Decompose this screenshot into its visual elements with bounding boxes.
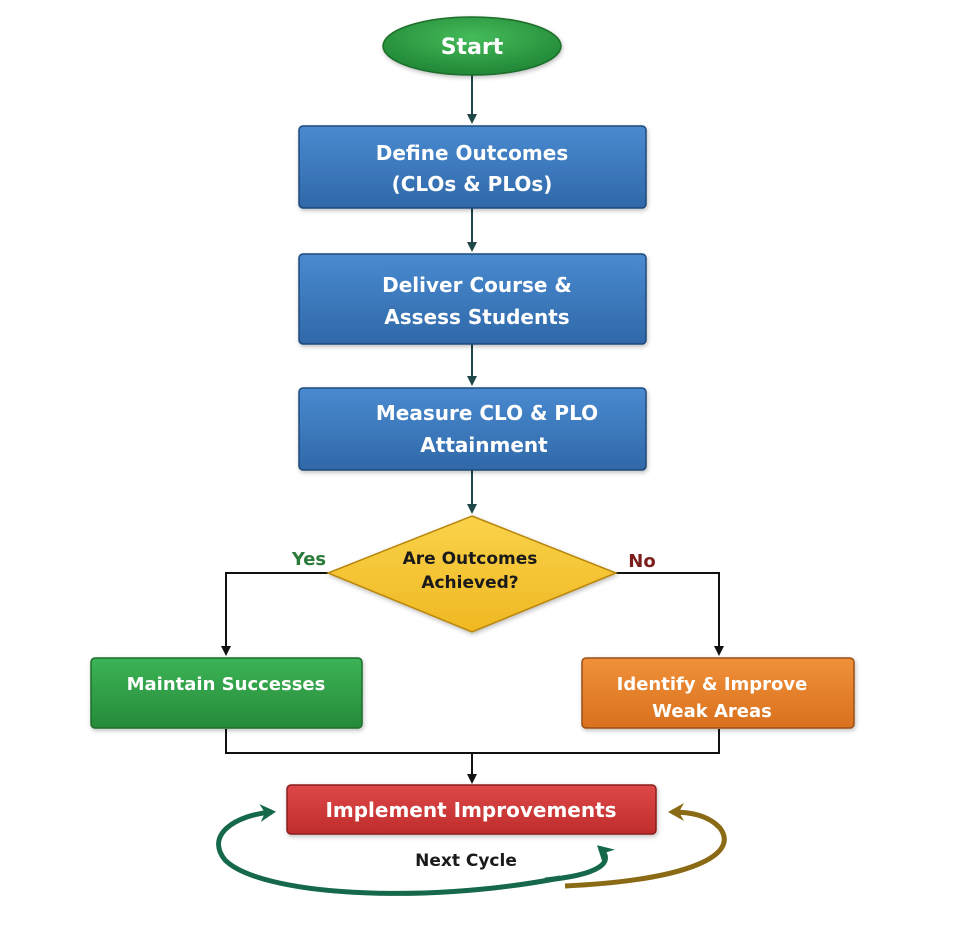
next-cycle-label: Next Cycle [415, 851, 517, 871]
implement-improvements-label: Implement Improvements [325, 798, 616, 822]
edge-yes-maintain [221, 572, 328, 656]
deliver-course-line2: Assess Students [384, 305, 569, 329]
measure-attainment-line1: Measure CLO & PLO [376, 401, 598, 425]
maintain-successes-label: Maintain Successes [127, 674, 326, 695]
define-outcomes-line2: (CLOs & PLOs) [392, 172, 553, 196]
deliver-course-line1: Deliver Course & [382, 273, 572, 297]
maintain-successes-node[interactable] [90, 657, 363, 729]
define-outcomes-node[interactable] [298, 125, 647, 209]
define-outcomes-line1: Define Outcomes [376, 141, 568, 165]
edge-merge [225, 729, 720, 754]
decision-node[interactable] [325, 515, 619, 633]
identify-improve-line2: Weak Areas [652, 701, 772, 722]
identify-improve-node[interactable] [581, 657, 855, 729]
edge-no-improve [616, 572, 724, 656]
cycle-arrow-inner-icon [544, 845, 615, 883]
measure-attainment-line2: Attainment [420, 433, 548, 457]
decision-line1: Are Outcomes [403, 549, 538, 569]
start-label: Start [441, 35, 504, 60]
cycle-arrow-left-icon [216, 804, 561, 896]
start-node[interactable] [382, 16, 562, 76]
implement-improvements-node[interactable] [286, 784, 657, 835]
measure-attainment-node[interactable] [298, 387, 647, 471]
no-branch-label: No [628, 551, 655, 572]
decision-line2: Achieved? [421, 573, 518, 593]
deliver-course-node[interactable] [298, 253, 647, 345]
yes-branch-label: Yes [291, 549, 326, 570]
identify-improve-line1: Identify & Improve [617, 674, 808, 695]
cycle-arrow-right-icon [564, 803, 727, 889]
